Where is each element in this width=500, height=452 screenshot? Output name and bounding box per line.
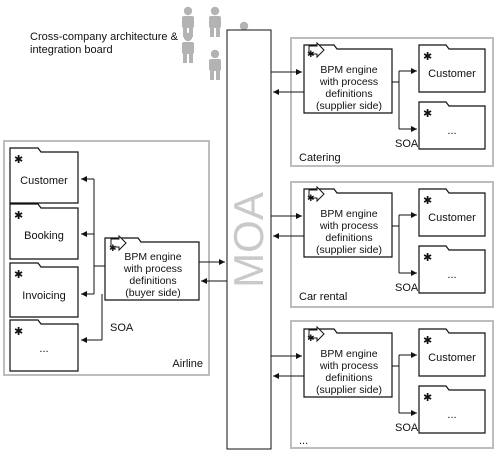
process-arrow-icon [308, 325, 325, 343]
car-rental-frame [290, 181, 494, 308]
supplier-service-customer: ✱ Customer [418, 44, 486, 93]
gear-icon: ✱ [423, 392, 432, 404]
supplier-service-label: Customer [428, 68, 476, 80]
person-icon [209, 49, 221, 80]
supplier-service-more: ✱... [418, 385, 486, 434]
supplier-service-more: ✱... [418, 101, 486, 150]
moa-label: MOA [225, 192, 272, 288]
gear-icon: ✱ [423, 252, 432, 264]
supplier-engine-line1: BPM engine [320, 348, 377, 360]
supplier-soa-label: SOA [395, 138, 419, 150]
gear-icon: ✱ [307, 193, 315, 203]
supplier-engine-line2: with process [319, 220, 378, 232]
gear-icon: ✱ [423, 108, 432, 120]
supplier-engine-line4: (supplier side) [316, 100, 382, 112]
process-arrow-icon [110, 234, 127, 252]
person-icon [182, 6, 194, 37]
supplier-connectors [271, 352, 417, 416]
supplier-engine-line2: with process [319, 76, 378, 88]
supplier-service-label: Customer [428, 352, 476, 364]
supplier-service-customer: ✱ Customer [418, 328, 486, 377]
gear-icon: ✱ [14, 154, 23, 166]
process-arrow-icon [308, 185, 325, 203]
process-arrow-icon [308, 41, 325, 59]
supplier-engine-line2: with process [319, 360, 378, 372]
supplier-engine-line1: BPM engine [320, 208, 377, 220]
board-label-line2: integration board [30, 44, 113, 56]
person-icon [209, 6, 221, 37]
gear-icon: ✱ [423, 51, 432, 63]
supplier-label-car-rental: Car rental [299, 291, 347, 303]
airline-service-customer: ✱ Customer [9, 147, 79, 204]
gear-icon: ✱ [307, 333, 315, 343]
supplier-engine-line3: definitions [325, 232, 372, 244]
supplier-engine-line3: definitions [325, 372, 372, 384]
supplier-service-customer: ✱ Customer [418, 188, 486, 237]
supplier-connectors [271, 212, 417, 276]
airline-engine-line4: (buyer side) [125, 287, 180, 299]
airline-frame [3, 140, 210, 376]
gear-icon: ✱ [423, 195, 432, 207]
person-icon [182, 32, 194, 63]
airline-service-booking: ✱ Booking [9, 203, 79, 260]
supplier-soa-label: SOA [395, 282, 419, 294]
supplier-soa-label: SOA [395, 422, 419, 434]
airline-service-booking-label: Booking [24, 230, 64, 242]
airline-engine-line1: BPM engine [124, 251, 181, 263]
other-supplier-frame [290, 320, 494, 449]
supplier-label-catering: Catering [299, 152, 341, 164]
supplier-engine-line1: BPM engine [320, 64, 377, 76]
airline-engine-line3: definitions [129, 275, 176, 287]
gear-icon: ✱ [307, 49, 315, 59]
supplier-label-other: ... [299, 435, 308, 447]
airline-service-more-label: ... [39, 343, 48, 355]
airline-service-more: ✱ ... [9, 319, 79, 372]
supplier-service-label: ... [447, 125, 456, 137]
catering-frame [290, 37, 494, 167]
airline-service-customer-label: Customer [20, 175, 68, 187]
airline-connectors [81, 176, 227, 343]
supplier-service-label: ... [447, 269, 456, 281]
supplier-service-label: Customer [428, 212, 476, 224]
airline-service-invoicing-label: Invoicing [22, 290, 65, 302]
supplier-engine-line4: (supplier side) [316, 384, 382, 396]
supplier-service-label: ... [447, 409, 456, 421]
supplier-engine-line4: (supplier side) [316, 244, 382, 256]
airline-engine-line2: with process [123, 263, 182, 275]
gear-icon: ✱ [109, 243, 117, 253]
airline-soa-label: SOA [110, 322, 134, 334]
gear-icon: ✱ [423, 335, 432, 347]
supplier-engine-line3: definitions [325, 88, 372, 100]
board-label-line1: Cross-company architecture & [30, 31, 179, 43]
gear-icon: ✱ [14, 210, 23, 222]
supplier-connectors [271, 68, 417, 132]
gear-icon: ✱ [14, 326, 23, 338]
airline-service-invoicing: ✱ Invoicing [9, 262, 79, 318]
airline-bpm-engine: ✱ BPM engine with process definitions (b… [104, 234, 200, 301]
supplier-service-more: ✱... [418, 245, 486, 294]
airline-label: Airline [172, 358, 203, 370]
moa-bus [226, 29, 272, 450]
gear-icon: ✱ [14, 269, 23, 281]
